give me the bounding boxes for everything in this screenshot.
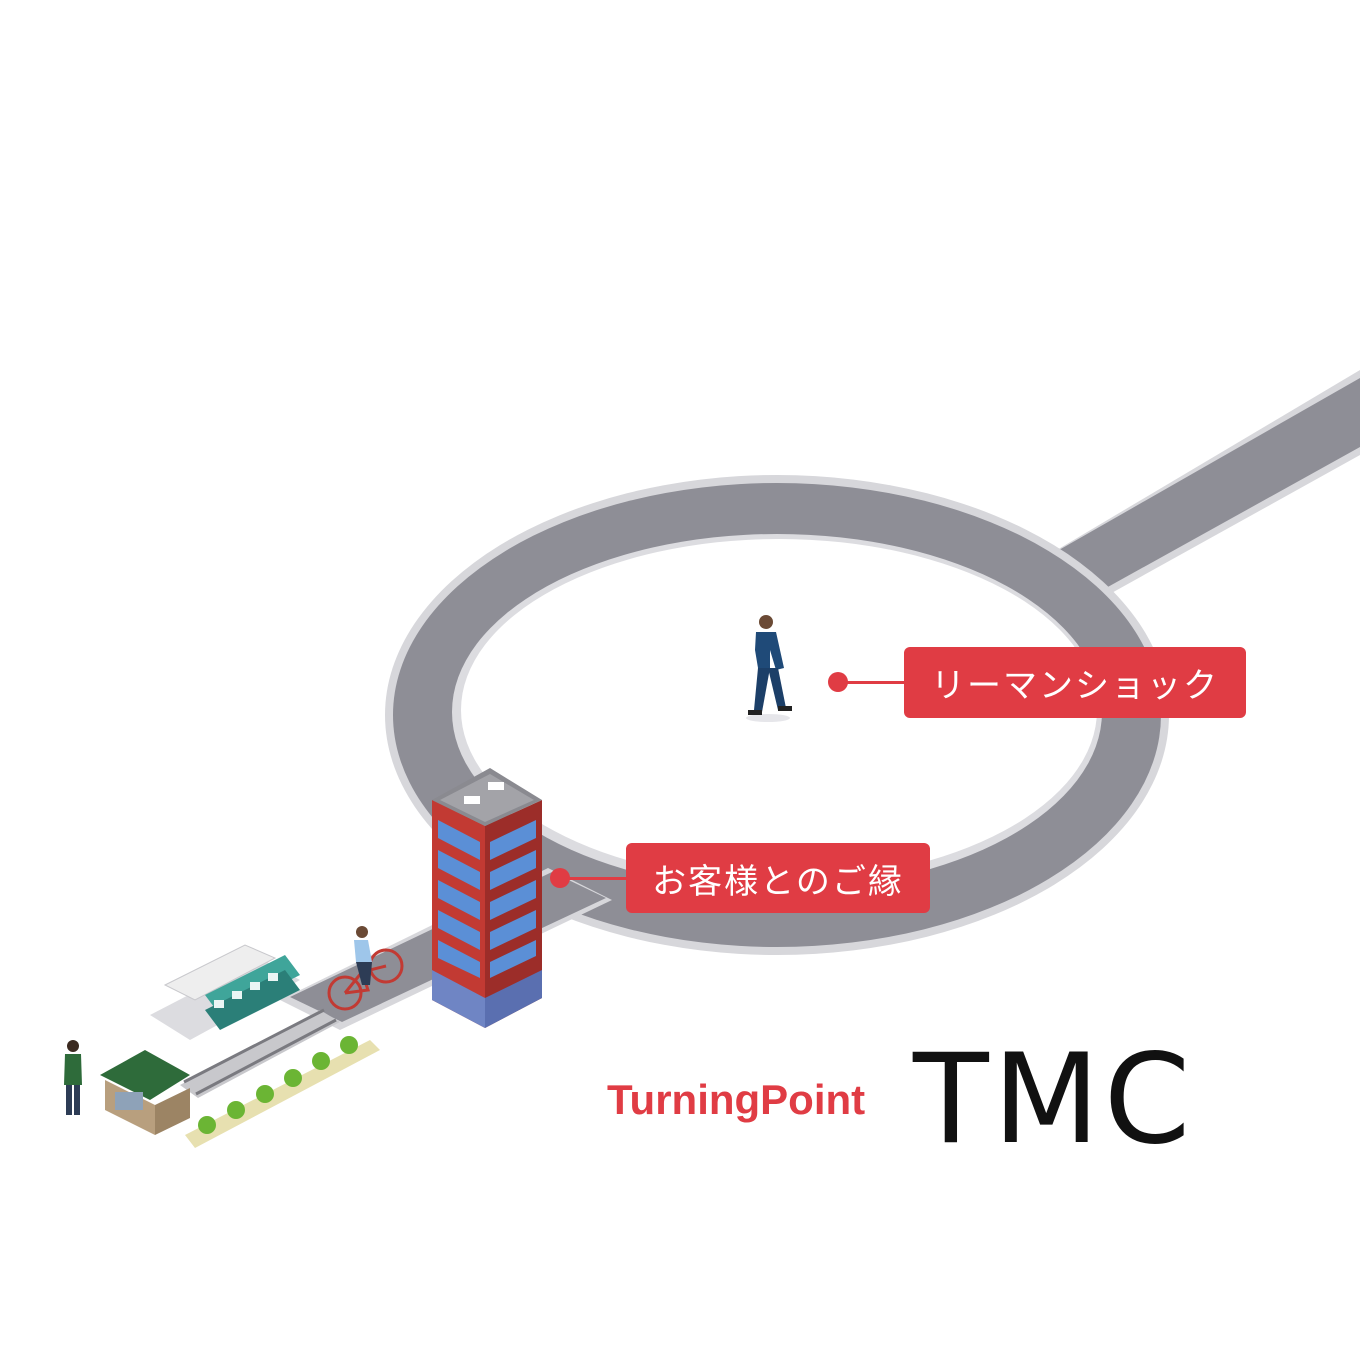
road-to-upper-right	[1040, 370, 1360, 605]
red-office-building	[432, 768, 542, 1028]
turning-point-wordmark: TurningPoint	[607, 1076, 866, 1123]
small-shop	[100, 1050, 190, 1135]
customer-relationship-label: お客様とのご縁	[626, 843, 930, 913]
tmc-logo-text: TMC	[913, 1028, 1195, 1172]
lehman-shock-label: リーマンショック	[904, 647, 1246, 718]
cyclist	[327, 926, 404, 1011]
station-and-train	[150, 944, 300, 1040]
railway-tracks	[180, 1008, 340, 1098]
lehman-connector-line	[838, 681, 906, 684]
walking-businessman	[746, 615, 792, 722]
shopkeeper	[64, 1040, 82, 1115]
customer-connector-line	[560, 877, 628, 880]
tree-planter	[185, 1036, 380, 1148]
